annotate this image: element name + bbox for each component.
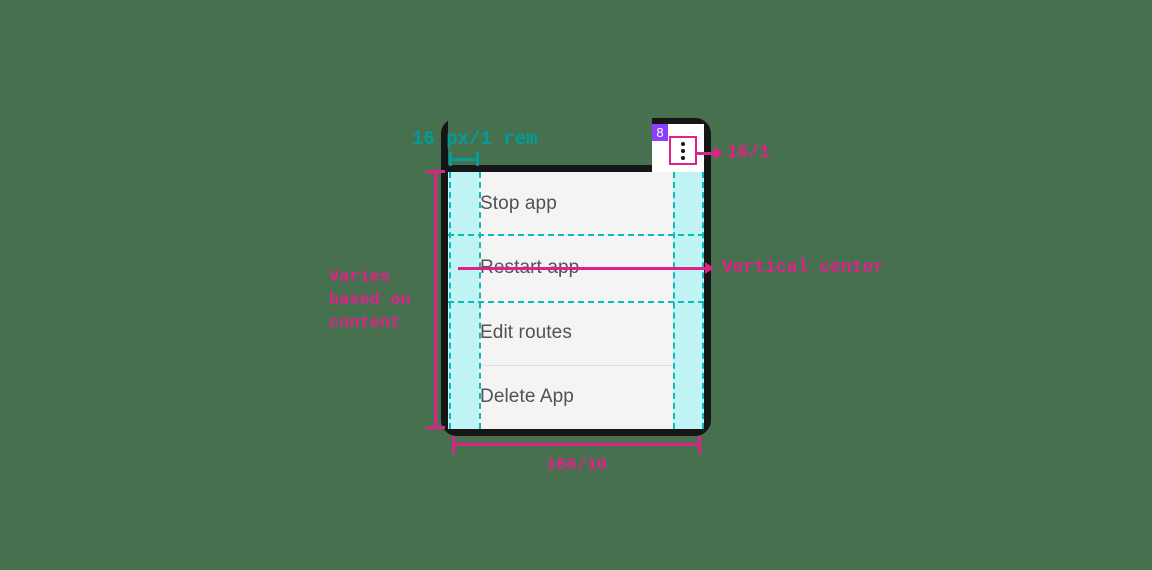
width-dimension-cap-right xyxy=(698,436,701,454)
overflow-menu: Stop app Restart app Edit routes Delete … xyxy=(448,172,704,429)
kebab-size-label: 16/1 xyxy=(727,143,771,163)
kebab-dot-3 xyxy=(681,155,685,160)
kebab-size-arrow-icon xyxy=(714,147,723,159)
kebab-dot-2 xyxy=(681,148,685,153)
guide-line-left-outer xyxy=(449,172,451,429)
frame-notch-edge xyxy=(441,165,656,172)
bracket-cap-right xyxy=(476,152,479,166)
kebab-dot-1 xyxy=(681,141,685,146)
menu-item-delete-app[interactable]: Delete App xyxy=(448,365,704,429)
count-badge: 8 xyxy=(652,124,668,141)
height-dimension-cap-top xyxy=(426,170,445,173)
width-dimension-cap-left xyxy=(452,436,455,454)
menu-item-edit-routes[interactable]: Edit routes xyxy=(448,301,704,365)
vertical-center-line xyxy=(458,267,711,270)
guide-line-horizontal-1 xyxy=(448,234,704,236)
menu-divider xyxy=(448,365,704,366)
kebab-size-leader-line xyxy=(697,152,719,155)
menu-item-label: Stop app xyxy=(480,193,557,214)
rem-spacing-bracket xyxy=(449,152,479,166)
height-dimension-line xyxy=(434,170,437,429)
overflow-menu-button[interactable] xyxy=(669,136,697,165)
menu-item-label: Delete App xyxy=(480,386,574,407)
height-dimension-cap-bottom xyxy=(426,426,445,429)
guide-line-left-inner xyxy=(479,172,481,429)
bracket-bar xyxy=(449,158,479,161)
frame-notch-cutout xyxy=(448,112,652,172)
guide-line-horizontal-2 xyxy=(448,301,704,303)
height-annotation-label: Varies based on content xyxy=(329,268,411,333)
vertical-center-label: Vertical center xyxy=(722,258,885,278)
padding-overlay-right xyxy=(673,172,704,429)
guide-line-right-inner xyxy=(673,172,675,429)
padding-overlay-left xyxy=(448,172,479,429)
width-dimension-line xyxy=(452,443,701,446)
guide-line-right-outer xyxy=(702,172,704,429)
width-annotation-label: 160/10 xyxy=(545,456,608,475)
menu-item-label: Edit routes xyxy=(480,322,572,343)
menu-item-stop-app[interactable]: Stop app xyxy=(448,172,704,236)
rem-spacing-label: 16 px/1 rem xyxy=(412,128,538,150)
vertical-center-arrow-icon xyxy=(705,262,714,274)
